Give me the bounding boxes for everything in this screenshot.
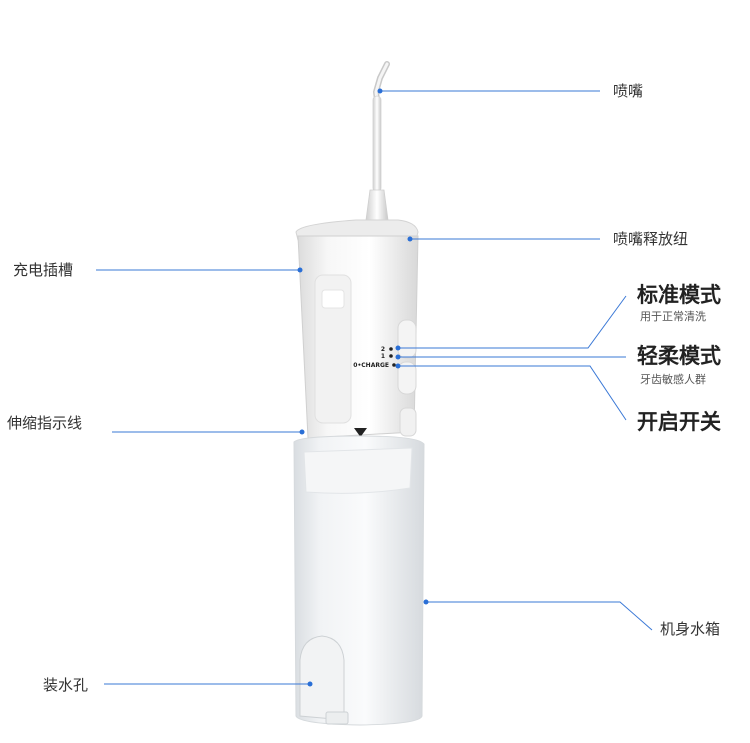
label-gentle-mode: 轻柔模式 [637,344,721,368]
leader-lines [96,90,653,685]
leader-dots [297,88,429,687]
label-power-switch: 开启开关 [637,410,721,434]
mode-button-upper [397,319,417,359]
label-charge-slot: 充电插槽 [13,261,74,279]
label-gentle-mode-desc: 牙齿敏感人群 [640,373,706,386]
label-standard-mode: 标准模式 [637,283,721,307]
label-standard-mode-desc: 用于正常清洗 [640,310,706,323]
label-nozzle-release: 喷嘴释放纽 [613,230,689,248]
water-flosser-device: 2 1 0•CHARGE [293,61,425,726]
mode-0-marking: 0•CHARGE [353,362,389,369]
label-water-tank: 机身水箱 [660,620,721,638]
mode-2-marking: 2 [381,346,385,353]
mode-button-lower [397,361,417,395]
alignment-triangle-icon [354,428,367,437]
nozzle-shaft [372,95,382,193]
fill-hole-cap [299,635,345,721]
label-extension-line: 伸缩指示线 [7,414,83,432]
leader-power-switch [398,365,627,421]
label-nozzle: 喷嘴 [613,82,644,100]
label-fill-hole: 装水孔 [43,676,89,694]
device-head [295,219,419,241]
leader-water-tank [426,601,653,631]
charge-slot [314,274,352,424]
leader-standard-mode [398,295,627,349]
nozzle-base [365,189,389,221]
mode-1-marking: 1 [381,353,385,360]
